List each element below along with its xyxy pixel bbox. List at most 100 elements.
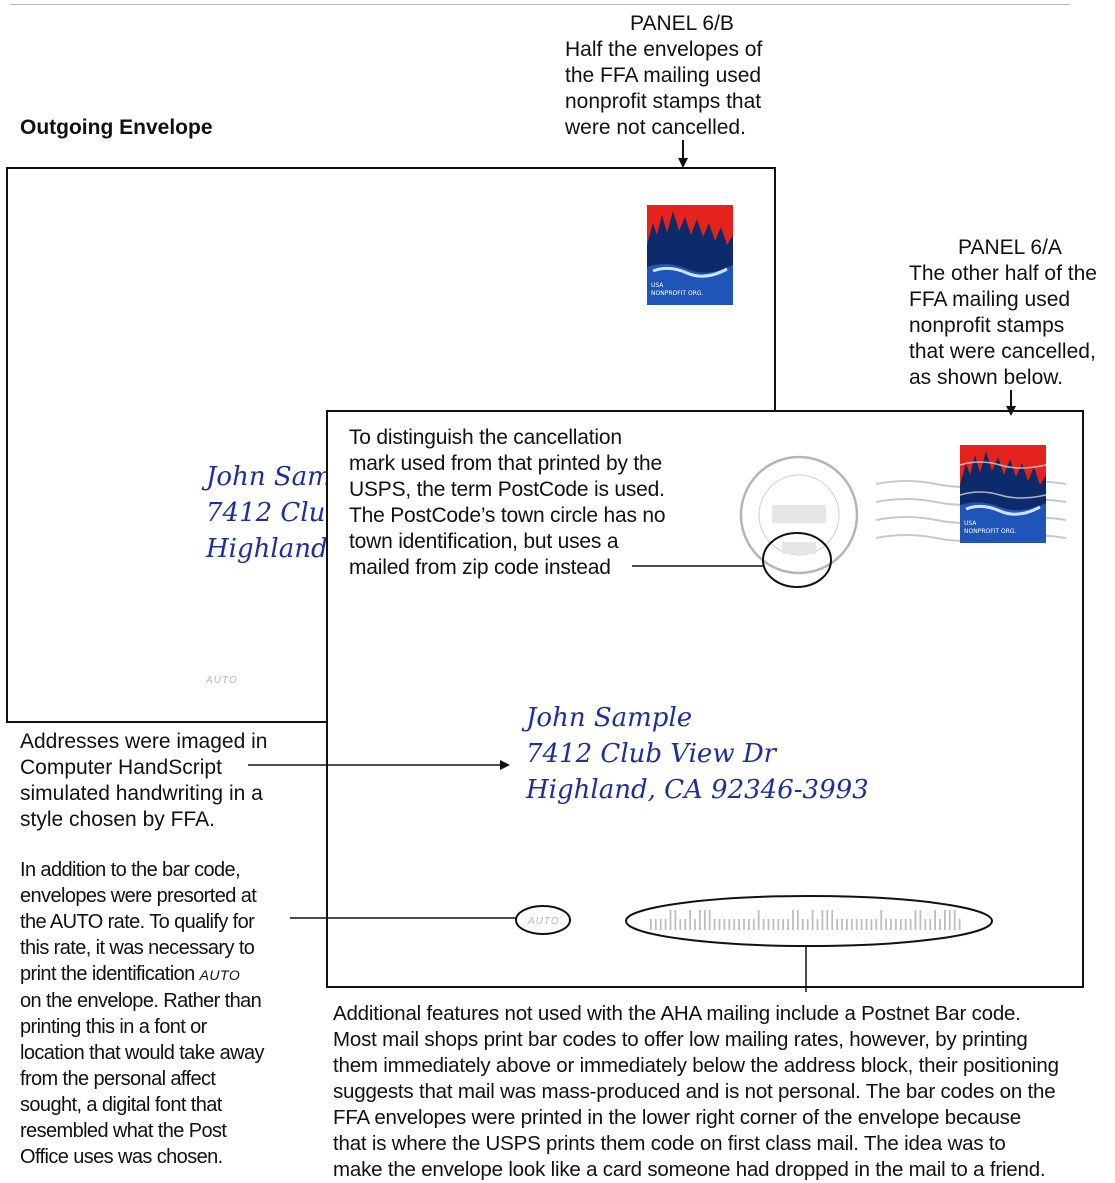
auto-note-line: printing this in a font or bbox=[20, 1016, 207, 1038]
panel-a-line: that were cancelled, bbox=[909, 340, 1096, 363]
barcode-bar bbox=[939, 919, 941, 930]
barcode-bar bbox=[797, 910, 799, 930]
barcode-bar bbox=[914, 910, 917, 930]
back-address-line: John Sam bbox=[206, 462, 332, 492]
panel-b-title: PANEL 6/B bbox=[630, 12, 734, 35]
barcode-bar bbox=[953, 910, 956, 930]
panel-b-line: nonprofit stamps that bbox=[565, 90, 762, 113]
cancellation-note-line: The PostCode’s town circle has no bbox=[349, 504, 666, 527]
barcode-bar bbox=[674, 910, 677, 930]
barcode-bar bbox=[850, 919, 853, 930]
barcode-bar bbox=[875, 919, 878, 930]
barcode-bar bbox=[684, 919, 687, 930]
barcode-bar bbox=[792, 910, 794, 930]
top-rule bbox=[10, 4, 1070, 5]
auto-note-inline-text: print the identification bbox=[20, 963, 195, 985]
barcode-bar bbox=[767, 919, 770, 930]
front-address-line: Highland, CA 92346-3993 bbox=[526, 775, 869, 805]
cancellation-note-line: town identification, but uses a bbox=[349, 530, 619, 553]
auto-identification-mark: AUTO bbox=[199, 967, 241, 983]
barcode-bar bbox=[909, 919, 912, 930]
barcode-bar bbox=[934, 910, 936, 930]
address-note-line: simulated handwriting in a bbox=[20, 782, 263, 805]
barcode-bar bbox=[703, 910, 706, 930]
barcode-note-line: make the envelope look like a card someo… bbox=[333, 1158, 1046, 1181]
barcode-bar bbox=[723, 919, 726, 930]
auto-note-line: In addition to the bar code, bbox=[20, 859, 241, 881]
barcode-note: Additional features not used with the AH… bbox=[333, 1001, 1113, 1183]
outgoing-envelope-heading: Outgoing Envelope bbox=[20, 116, 213, 139]
panel-b-text: Half the envelopes of the FFA mailing us… bbox=[565, 37, 795, 141]
barcode-bar bbox=[748, 919, 750, 930]
barcode-bar bbox=[679, 919, 682, 930]
svg-text:NONPROFIT ORG.: NONPROFIT ORG. bbox=[964, 528, 1017, 535]
barcode-bar bbox=[826, 910, 829, 930]
back-address-line: Highland, bbox=[206, 534, 336, 564]
barcode-bar bbox=[846, 919, 848, 930]
barcode-bar bbox=[664, 919, 667, 930]
barcode-bar bbox=[713, 919, 716, 930]
barcode-bar bbox=[944, 910, 946, 930]
nonprofit-stamp-icon: USA NONPROFIT ORG. bbox=[960, 445, 1046, 543]
barcode-bar bbox=[855, 919, 858, 930]
barcode-bar bbox=[762, 919, 765, 930]
back-address-block: John Sam 7412 Clu Highland, bbox=[206, 459, 336, 567]
barcode-bar bbox=[880, 910, 883, 930]
postcode-town-circle bbox=[739, 455, 859, 575]
barcode-bar bbox=[816, 919, 819, 930]
barcode-highlight bbox=[625, 895, 993, 947]
barcode-bar bbox=[841, 919, 843, 930]
cancellation-note-line: USPS, the term PostCode is used. bbox=[349, 478, 665, 501]
back-auto-mark: AUTO bbox=[206, 675, 238, 686]
panel-a-line: The other half of the bbox=[909, 262, 1097, 285]
barcode-note-line: Most mail shops print bar codes to offer… bbox=[333, 1028, 1028, 1051]
barcode-bar bbox=[699, 910, 701, 930]
auto-mark-highlight bbox=[515, 905, 571, 935]
barcode-bar bbox=[738, 919, 740, 930]
address-note-line: Computer HandScript bbox=[20, 756, 222, 779]
barcode-bar bbox=[777, 919, 780, 930]
barcode-bar bbox=[733, 919, 736, 930]
barcode-bar bbox=[718, 919, 721, 930]
barcode-bar bbox=[919, 910, 922, 930]
panel-b-line: were not cancelled. bbox=[565, 116, 746, 139]
front-address-line: John Sample bbox=[526, 703, 693, 733]
auto-note-line: the AUTO rate. To qualify for bbox=[20, 911, 255, 933]
barcode-bar bbox=[669, 910, 672, 930]
cancellation-note-line: To distinguish the cancellation bbox=[349, 426, 622, 449]
barcode-bar bbox=[821, 910, 824, 930]
panel-a-title: PANEL 6/A bbox=[958, 236, 1062, 259]
barcode-bar bbox=[782, 919, 785, 930]
cancellation-note: To distinguish the cancellation mark use… bbox=[349, 425, 729, 581]
barcode-bar bbox=[728, 919, 731, 930]
auto-note-line: from the personal affect bbox=[20, 1068, 216, 1090]
barcode-bar bbox=[654, 919, 657, 930]
barcode-note-line: suggests that mail was mass-produced and… bbox=[333, 1080, 1056, 1103]
nonprofit-stamp-icon: USA NONPROFIT ORG. bbox=[647, 205, 733, 305]
barcode-bar bbox=[757, 910, 760, 930]
barcode-bar bbox=[929, 919, 932, 930]
barcode-bar bbox=[860, 919, 863, 930]
barcode-bar bbox=[885, 919, 887, 930]
postnet-barcode bbox=[650, 910, 961, 930]
svg-text:USA: USA bbox=[964, 520, 977, 527]
auto-note-line: location that would take away bbox=[20, 1042, 264, 1064]
barcode-bar bbox=[948, 910, 951, 930]
front-address-line: 7412 Club View Dr bbox=[526, 739, 777, 769]
address-note-line: Addresses were imaged in bbox=[20, 730, 268, 753]
barcode-bar bbox=[787, 919, 789, 930]
auto-note-line: print the identification AUTO bbox=[20, 961, 310, 988]
barcode-bar bbox=[890, 919, 892, 930]
barcode-bar bbox=[752, 919, 755, 930]
barcode-bar bbox=[708, 910, 711, 930]
barcode-bar bbox=[689, 910, 691, 930]
barcode-bar bbox=[899, 919, 902, 930]
address-note-line: style chosen by FFA. bbox=[20, 808, 215, 831]
barcode-bar bbox=[895, 919, 897, 930]
barcode-bar bbox=[659, 919, 662, 930]
panel-a-line: FFA mailing used bbox=[909, 288, 1071, 311]
auto-note-line: resembled what the Post bbox=[20, 1120, 227, 1142]
auto-note-line: Office uses was chosen. bbox=[20, 1146, 223, 1168]
barcode-note-line: them immediately above or immediately be… bbox=[333, 1054, 1059, 1077]
